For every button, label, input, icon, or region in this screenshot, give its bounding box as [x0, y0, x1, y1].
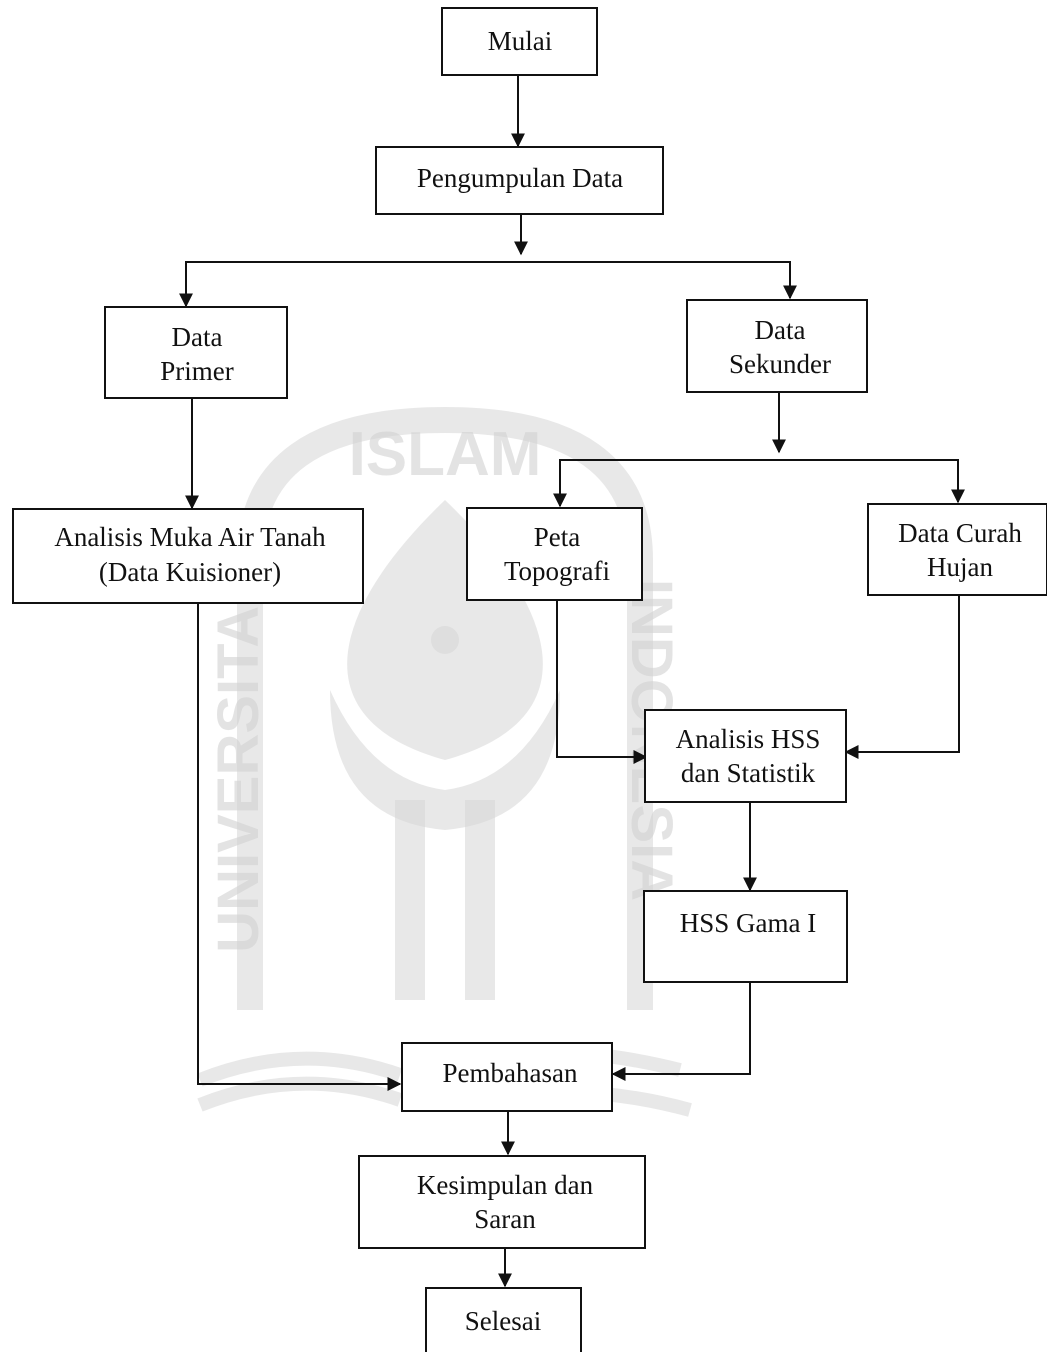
flow-edges — [179, 75, 965, 1288]
edge-split-curah — [779, 459, 965, 504]
node-data-curah-hujan-line-1: Data Curah — [898, 518, 1022, 548]
node-data-curah-hujan: Data Curah Hujan — [867, 503, 1047, 596]
node-data-sekunder-line-1: Data — [755, 315, 806, 345]
node-pembahasan-line-1: Pembahasan — [443, 1058, 578, 1088]
node-data-curah-hujan-line-2: Hujan — [927, 552, 993, 582]
node-selesai: Selesai — [425, 1287, 582, 1352]
node-pengumpulan-data: Pengumpulan Data — [375, 146, 664, 215]
node-peta-topografi-line-2: Topografi — [504, 556, 610, 586]
node-kesimpulan: Kesimpulan dan Saran — [358, 1155, 646, 1249]
edge-split-sekunder — [521, 261, 797, 300]
node-data-sekunder-line-2: Sekunder — [729, 349, 831, 379]
node-mulai-line-1: Mulai — [488, 26, 553, 56]
node-hss-gama: HSS Gama I — [643, 890, 848, 983]
node-analisis-muka-air-tanah: Analisis Muka Air Tanah (Data Kuisioner) — [12, 508, 364, 604]
node-data-primer-line-2: Primer — [160, 356, 234, 386]
node-pembahasan: Pembahasan — [401, 1042, 613, 1112]
node-peta-topografi: Peta Topografi — [466, 507, 643, 601]
watermark-top-text: ISLAM — [349, 420, 542, 489]
edge-peta-analisis-hss — [556, 600, 648, 764]
node-peta-topografi-line-1: Peta — [534, 522, 581, 552]
node-data-primer-line-1: Data — [172, 322, 223, 352]
edge-analisis-mat-pembahasan — [197, 603, 402, 1091]
edge-split-primer — [179, 261, 521, 308]
watermark-left-text: UNIVERSITAS — [206, 567, 271, 953]
node-analisis-muka-air-tanah-line-1: Analisis Muka Air Tanah — [54, 522, 326, 552]
node-data-sekunder: Data Sekunder — [686, 299, 868, 393]
node-analisis-hss-line-2: dan Statistik — [681, 758, 816, 788]
node-analisis-muka-air-tanah-line-2: (Data Kuisioner) — [99, 557, 281, 587]
node-kesimpulan-line-2: Saran — [474, 1204, 536, 1234]
node-data-primer: Data Primer — [104, 306, 288, 399]
edge-curah-analisis-hss — [844, 595, 960, 759]
edge-split-peta — [553, 459, 779, 508]
node-kesimpulan-line-1: Kesimpulan dan — [417, 1170, 594, 1200]
node-hss-gama-line-1: HSS Gama I — [680, 908, 817, 938]
edge-gama-pembahasan — [611, 982, 751, 1081]
node-analisis-hss: Analisis HSS dan Statistik — [644, 709, 847, 803]
node-mulai: Mulai — [441, 7, 598, 76]
node-pengumpulan-data-line-1: Pengumpulan Data — [417, 163, 623, 193]
node-selesai-line-1: Selesai — [465, 1306, 541, 1336]
node-analisis-hss-line-1: Analisis HSS — [676, 724, 821, 754]
